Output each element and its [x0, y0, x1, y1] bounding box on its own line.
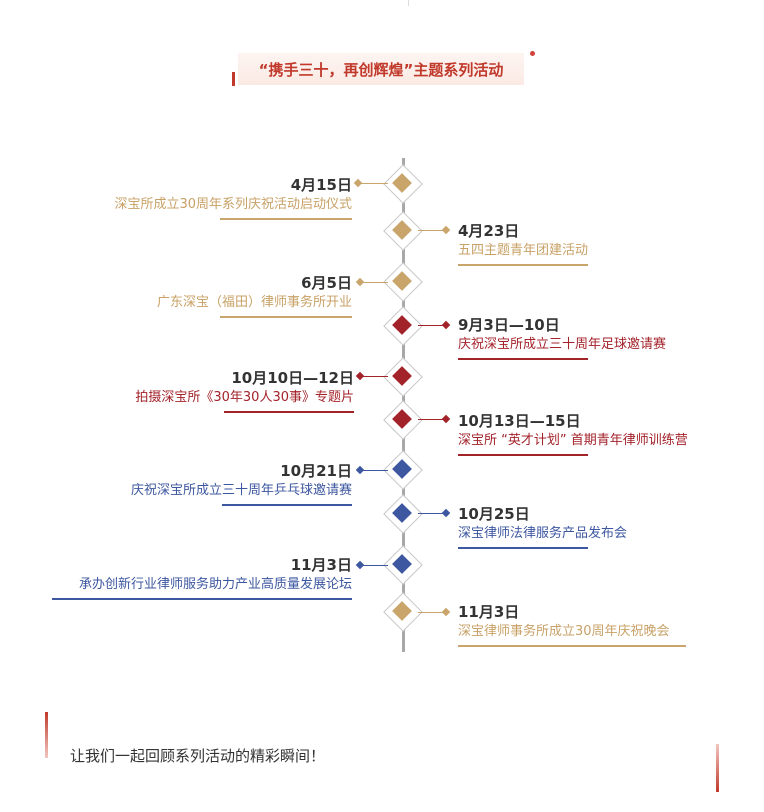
event-underline: [458, 264, 588, 266]
connector-dot: [441, 320, 451, 330]
event-description: 承办创新行业律师服务助力产业高质量发展论坛: [78, 577, 352, 592]
connector-dot: [441, 508, 451, 518]
event-underline: [458, 547, 588, 549]
footer-text: 让我们一起回顾系列活动的精彩瞬间！: [70, 747, 326, 765]
event-underline: [458, 454, 588, 456]
event-description: 深宝所 “英才计划” 首期青年律师训练营: [458, 433, 688, 448]
connector-line: [360, 565, 388, 566]
event-underline: [222, 504, 352, 506]
event-date: 10月13日—15日: [458, 412, 581, 430]
connector-line: [418, 419, 446, 420]
event-date: 11月3日: [458, 603, 520, 621]
event-description: 拍摄深宝所《30年30人30事》专题片: [135, 390, 354, 405]
connector-dot: [355, 277, 365, 287]
timeline-event: 10月21日 庆祝深宝所成立三十周年乒乓球邀请赛: [52, 462, 352, 506]
connector-dot: [441, 607, 451, 617]
footer-accent-bar-right: [716, 744, 719, 792]
timeline-event: 6月5日 广东深宝（福田）律师事务所开业: [52, 274, 352, 318]
event-date: 10月25日: [458, 505, 530, 523]
event-description: 庆祝深宝所成立三十周年足球邀请赛: [458, 337, 667, 352]
timeline-event: 10月25日 深宝律师法律服务产品发布会: [458, 505, 758, 549]
connector-dot: [355, 465, 365, 475]
timeline-event: 4月23日 五四主题青年团建活动: [458, 222, 758, 266]
timeline-event: 9月3日—10日 庆祝深宝所成立三十周年足球邀请赛: [458, 316, 758, 360]
connector-line: [358, 183, 388, 184]
footer-accent-bar-left: [45, 712, 48, 758]
event-date: 4月15日: [290, 176, 352, 194]
connector-line: [360, 470, 388, 471]
event-description: 五四主题青年团建活动: [458, 243, 589, 258]
connector-line: [418, 513, 446, 514]
event-date: 4月23日: [458, 222, 520, 240]
top-divider-tick: [408, 0, 409, 6]
connector-line: [418, 230, 446, 231]
event-date: 6月5日: [301, 274, 352, 292]
header-accent-dot: [530, 51, 535, 56]
connector-dot: [353, 178, 363, 188]
event-date: 9月3日—10日: [458, 316, 560, 334]
connector-dot: [355, 371, 365, 381]
page-title-banner: “携手三十，再创辉煌”主题系列活动: [238, 53, 524, 85]
timeline-event: 10月10日—12日 拍摄深宝所《30年30人30事》专题片: [54, 369, 354, 413]
connector-dot: [441, 225, 451, 235]
connector-line: [418, 612, 446, 613]
event-underline: [52, 598, 352, 600]
connector-line: [360, 282, 388, 283]
connector-line: [360, 376, 388, 377]
event-underline: [458, 358, 588, 360]
event-description: 广东深宝（福田）律师事务所开业: [156, 295, 352, 310]
timeline-event: 4月15日 深宝所成立30周年系列庆祝活动启动仪式: [52, 176, 352, 220]
event-underline: [220, 218, 352, 220]
event-underline: [224, 411, 354, 413]
timeline-event: 11月3日 承办创新行业律师服务助力产业高质量发展论坛: [52, 556, 352, 600]
connector-dot: [355, 560, 365, 570]
header-accent-bar: [232, 72, 235, 86]
event-date: 10月21日: [280, 462, 352, 480]
page-title: “携手三十，再创辉煌”主题系列活动: [258, 60, 504, 79]
connector-line: [418, 325, 446, 326]
event-date: 11月3日: [290, 556, 352, 574]
event-underline: [220, 316, 352, 318]
timeline-event: 11月3日 深宝律师事务所成立30周年庆祝晚会: [458, 603, 758, 647]
event-underline: [458, 645, 686, 647]
event-date: 10月10日—12日: [231, 369, 354, 387]
timeline-event: 10月13日—15日 深宝所 “英才计划” 首期青年律师训练营: [458, 412, 758, 456]
event-description: 深宝律师法律服务产品发布会: [458, 526, 628, 541]
event-description: 深宝所成立30周年系列庆祝活动启动仪式: [114, 197, 352, 212]
connector-dot: [441, 414, 451, 424]
event-description: 庆祝深宝所成立三十周年乒乓球邀请赛: [130, 483, 352, 498]
event-description: 深宝律师事务所成立30周年庆祝晚会: [458, 624, 670, 639]
